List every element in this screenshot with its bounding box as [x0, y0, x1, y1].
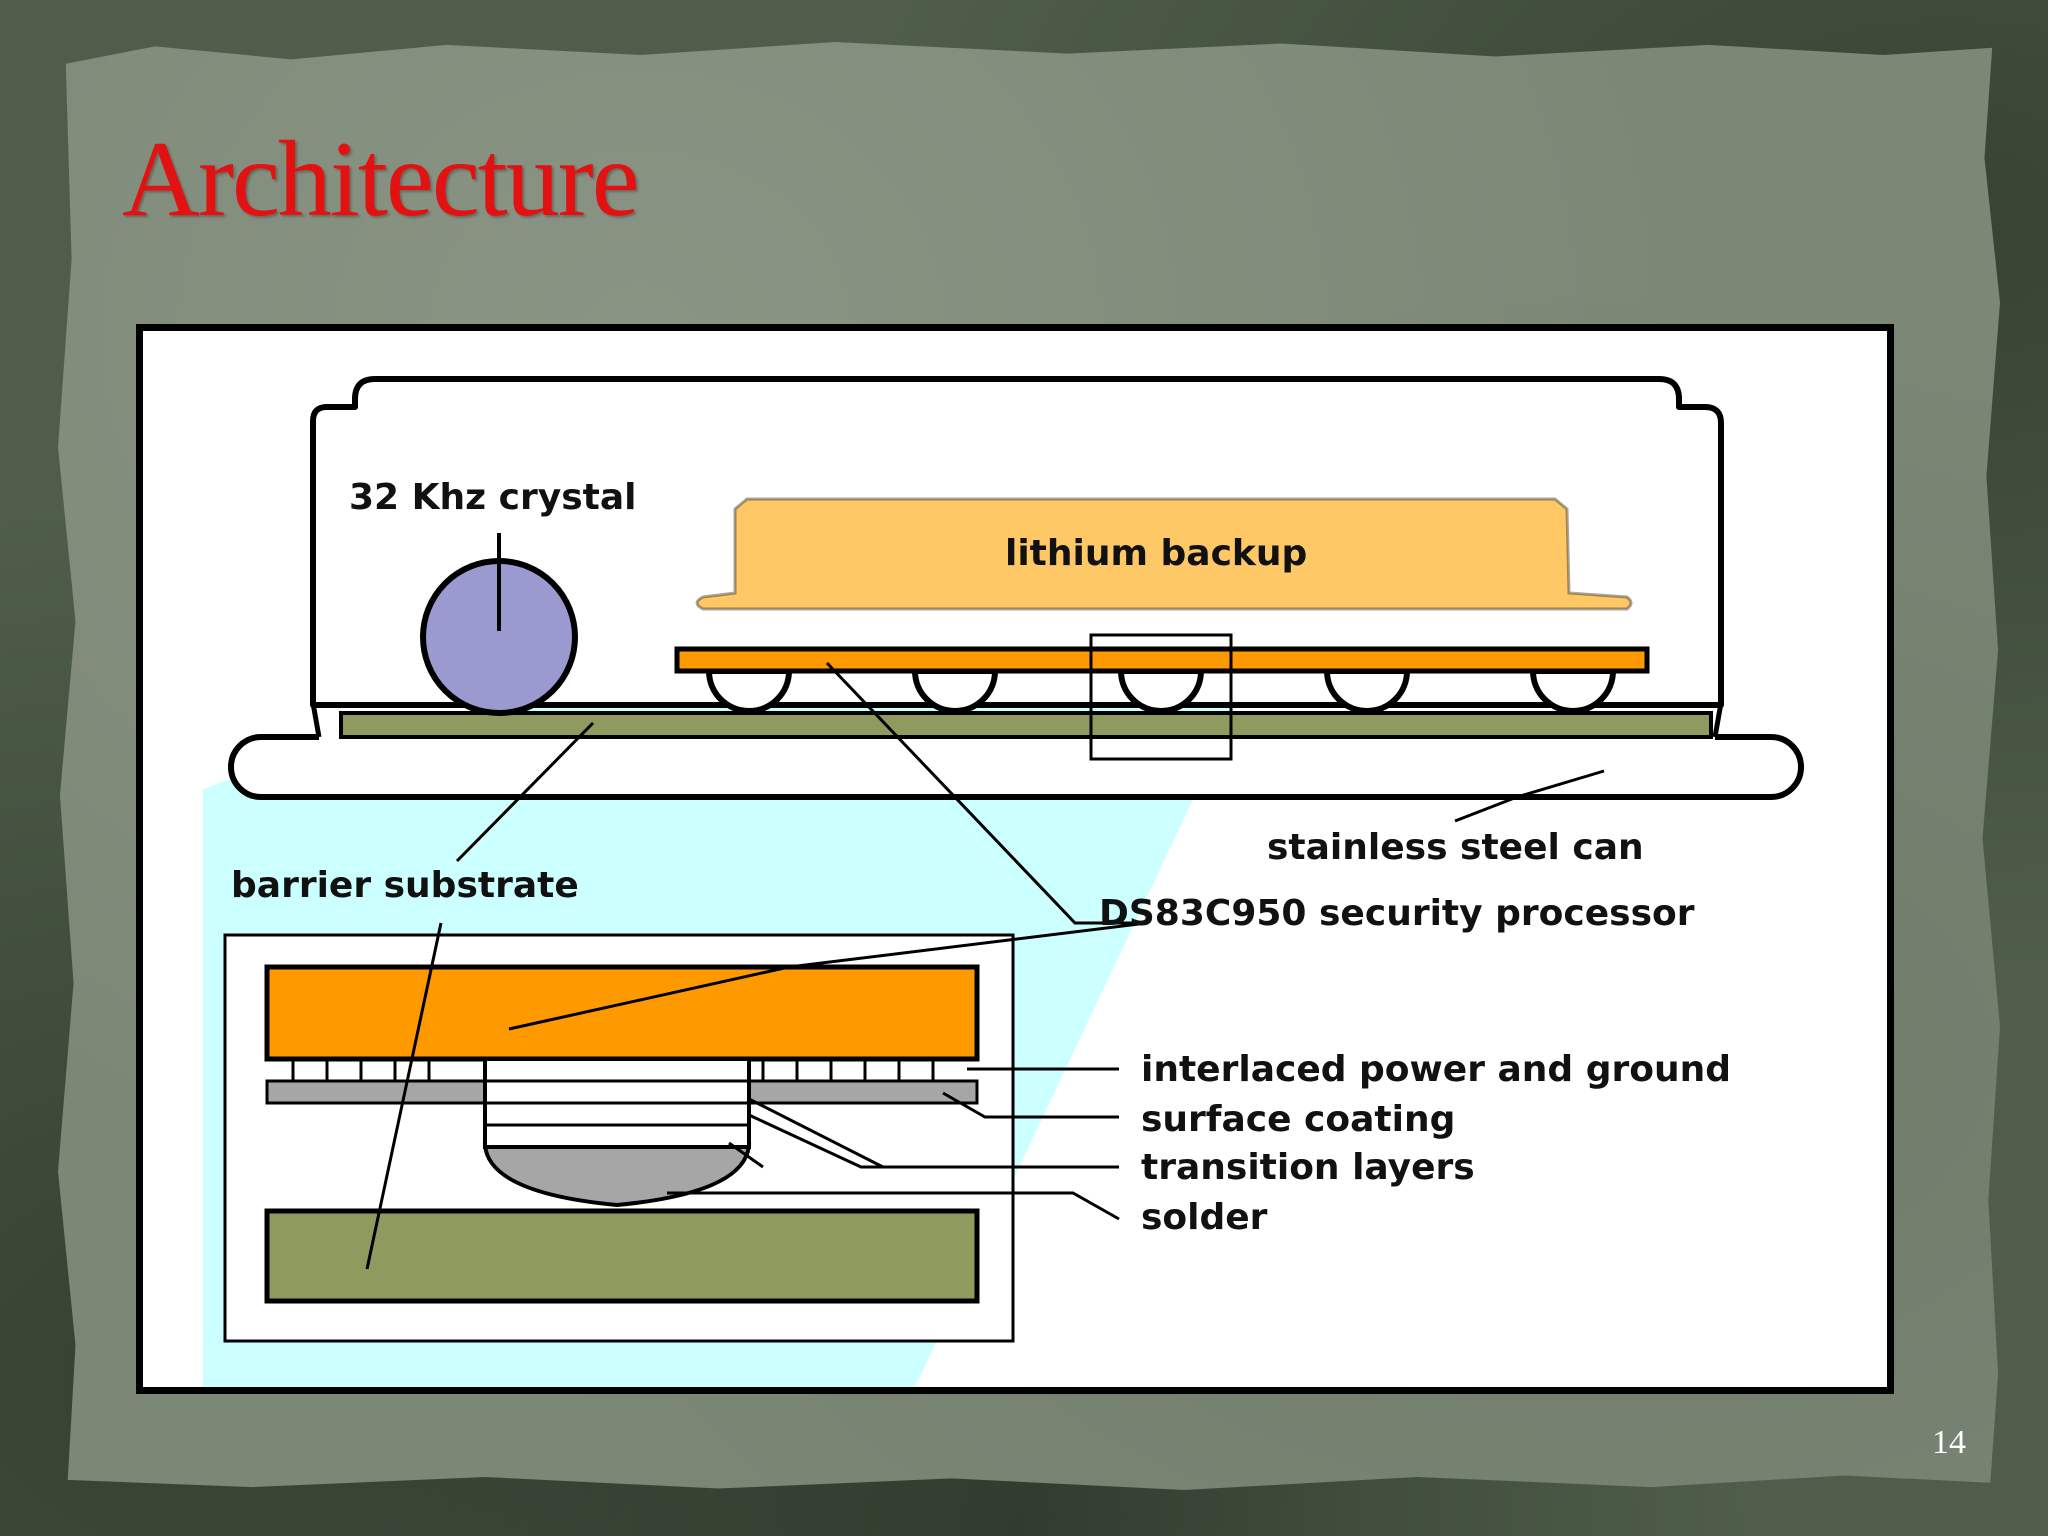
label-stainless-steel-can: stainless steel can — [1267, 827, 1644, 868]
inset-processor-layer — [264, 964, 980, 1062]
page-number: 14 — [1932, 1424, 1966, 1461]
inset-interlaced-power-ground — [291, 1059, 935, 1081]
inset-substrate-layer — [264, 1208, 980, 1304]
label-battery: lithium backup — [1005, 533, 1307, 574]
barrier-substrate — [339, 711, 1713, 739]
architecture-figure: 32 Khz crystal lithium backup stainless … — [136, 324, 1894, 1394]
label-crystal: 32 Khz crystal — [349, 477, 636, 518]
zoom-source-box — [1089, 633, 1233, 761]
inset-transition-layers — [483, 1057, 751, 1149]
label-surface-coating: surface coating — [1141, 1099, 1455, 1140]
slide-title: Architecture — [122, 120, 640, 239]
label-solder: solder — [1141, 1197, 1268, 1238]
leader-lines — [365, 661, 1605, 1270]
security-processor-chip — [674, 646, 1650, 674]
inset-solder-bump — [482, 1143, 752, 1208]
label-security-processor: DS83C950 security processor — [1099, 893, 1695, 934]
label-transition-layers: transition layers — [1141, 1147, 1475, 1188]
label-barrier-substrate: barrier substrate — [231, 865, 579, 906]
label-interlaced-power-ground: interlaced power and ground — [1141, 1049, 1731, 1090]
solder-bumps — [705, 668, 1617, 714]
lithium-backup-battery — [695, 497, 1633, 611]
architecture-diagram: 32 Khz crystal lithium backup stainless … — [203, 376, 1804, 1387]
